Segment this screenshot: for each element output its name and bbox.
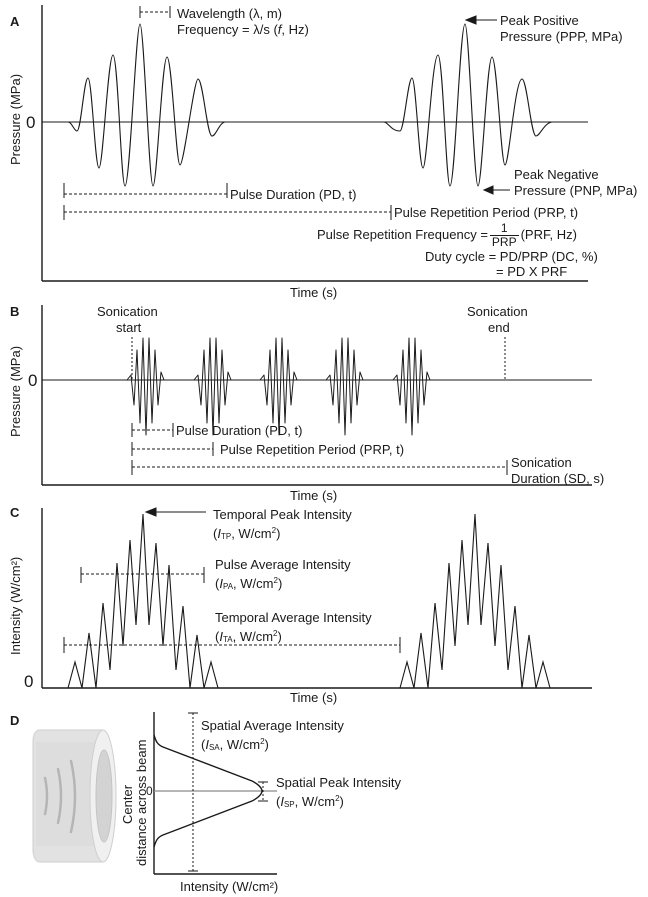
panel-a-prp-label: Pulse Repetition Period (PRP, t) <box>394 205 579 220</box>
panel-d-ylabel-line1: Center <box>120 784 135 824</box>
transducer-icon <box>32 729 117 863</box>
panel-c-axes <box>41 508 592 689</box>
panel-a-axes <box>41 5 588 282</box>
panel-b-axes <box>41 305 592 486</box>
panel-b-burst <box>259 337 302 436</box>
panel-b-ylabel: Pressure (MPa) <box>8 345 23 437</box>
temporal-average-line2: (ITA, W/cm2) <box>215 629 282 644</box>
panel-b-pd-label: Pulse Duration (PD, t) <box>176 423 303 438</box>
panel-a-pd-label: Pulse Duration (PD, t) <box>230 187 357 202</box>
spatial-peak-line2: (ISP, W/cm2) <box>276 794 344 809</box>
ppp-label-line2: Pressure (PPP, MPa) <box>500 29 623 44</box>
wavelength-label: Wavelength (λ, m) <box>177 6 282 21</box>
panel-c-xlabel: Time (s) <box>290 690 338 705</box>
spatial-average-line1: Spatial Average Intensity <box>201 718 344 733</box>
pnp-label-line2: Pressure (PNP, MPa) <box>514 183 638 198</box>
spatial-average-line2: (ISA, W/cm2) <box>201 737 269 752</box>
pnp-arrow <box>482 185 510 195</box>
ppp-arrow <box>464 15 497 25</box>
duty-cycle-line1: Duty cycle = PD/PRP (DC, %) <box>425 249 598 264</box>
panel-d-ylabel-line2: distance across beam <box>134 739 149 866</box>
panel-a-burst-2 <box>383 23 560 187</box>
panel-b-bursts <box>126 337 435 436</box>
panel-b-burst <box>392 337 435 436</box>
pulse-average-line1: Pulse Average Intensity <box>215 557 351 572</box>
panel-a-letter: A <box>10 14 20 29</box>
panel-b-letter: B <box>10 304 20 319</box>
panel-c-ylabel: Intensity (W/cm²) <box>8 556 23 655</box>
panel-c-pulse-2 <box>399 513 551 689</box>
sonication-start-line2: start <box>116 320 142 335</box>
panel-a-burst-1 <box>67 23 236 187</box>
pulse-average-line2: (IPA, W/cm2) <box>215 576 283 591</box>
sonication-end-line2: end <box>488 320 510 335</box>
panel-b-burst <box>126 337 169 436</box>
ppp-label-line1: Peak Positive <box>500 13 579 28</box>
sonication-end-line1: Sonication <box>467 304 528 319</box>
panel-b-burst <box>193 337 236 436</box>
panel-d-letter: D <box>10 713 20 728</box>
panel-a-xlabel: Time (s) <box>290 285 338 300</box>
duty-cycle-line2: = PD X PRF <box>496 264 568 279</box>
spatial-peak-line1: Spatial Peak Intensity <box>276 775 402 790</box>
panel-c-pulse-1 <box>67 513 219 689</box>
panel-b-prp-label: Pulse Repetition Period (PRP, t) <box>220 442 405 457</box>
sonication-start-line1: Sonication <box>97 304 158 319</box>
sonication-duration-line1: Sonication <box>511 455 572 470</box>
panel-b-xlabel: Time (s) <box>290 488 338 503</box>
panel-a-ylabel: Pressure (MPa) <box>8 73 23 165</box>
frequency-label: Frequency = λ/s (f, Hz) <box>177 22 309 37</box>
temporal-peak-line2: (ITP, W/cm2) <box>213 526 281 541</box>
sonication-duration-line2: Duration (SD, s) <box>511 471 605 486</box>
pnp-label-line1: Peak Negative <box>514 167 599 182</box>
panel-c-zero-tick: 0 <box>24 672 34 691</box>
panel-b-burst <box>325 337 368 436</box>
panel-a-zero-tick: 0 <box>26 113 36 132</box>
tp-arrow <box>144 507 206 517</box>
panel-b-zero-tick: 0 <box>28 371 38 390</box>
temporal-average-line1: Temporal Average Intensity <box>215 610 372 625</box>
beam-profile-curve <box>153 734 263 848</box>
panel-d-zero-tick: 0 <box>146 784 153 798</box>
panel-d-xlabel: Intensity (W/cm²) <box>180 879 279 894</box>
panel-c-letter: C <box>10 505 20 520</box>
temporal-peak-line1: Temporal Peak Intensity <box>213 507 352 522</box>
